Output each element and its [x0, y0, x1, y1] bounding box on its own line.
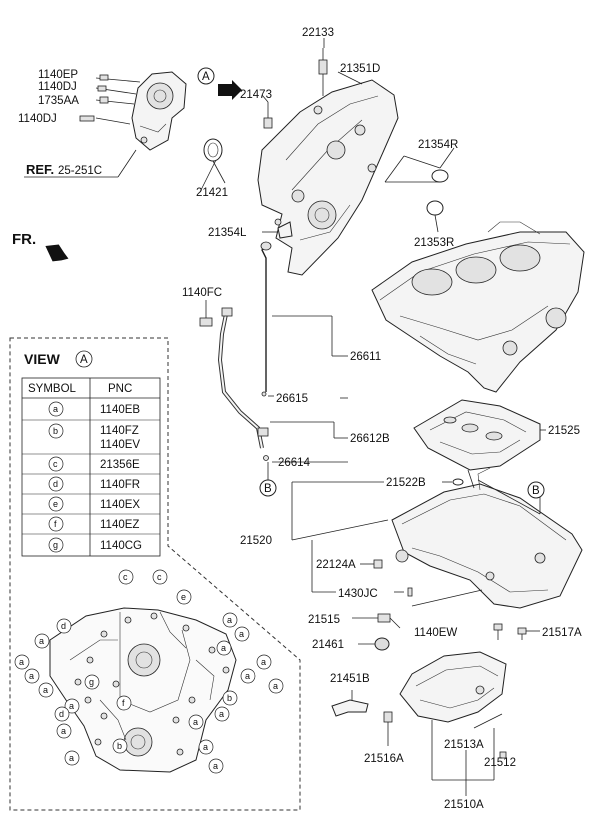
- svg-text:a: a: [19, 657, 24, 667]
- table-symbol-e: e: [53, 499, 58, 509]
- label-1430JC: 1430JC: [338, 588, 378, 600]
- label-26612B: 26612B: [350, 433, 390, 445]
- view-a-bubble-letters: c c e d a a a a a a a a a g a b f a d a …: [19, 572, 278, 771]
- label-1735AA: 1735AA: [38, 95, 79, 107]
- marker-a: A: [202, 71, 210, 83]
- view-title: VIEW: [24, 351, 61, 367]
- symbol-table: [21, 377, 161, 557]
- svg-text:a: a: [61, 726, 66, 736]
- svg-text:a: a: [261, 657, 266, 667]
- ref-code: 25-251C: [58, 165, 102, 177]
- label-21473: 21473: [240, 89, 272, 101]
- svg-text:d: d: [61, 621, 66, 631]
- baffle-plate-drawing: [413, 399, 541, 471]
- svg-text:a: a: [245, 671, 250, 681]
- svg-text:a: a: [213, 761, 218, 771]
- svg-text:g: g: [89, 677, 94, 687]
- fr-label: FR.: [12, 231, 36, 248]
- svg-text:a: a: [203, 742, 208, 752]
- label-26611: 26611: [350, 351, 381, 363]
- svg-text:a: a: [227, 615, 232, 625]
- svg-text:b: b: [227, 693, 232, 703]
- table-pnc-1140EV: 1140EV: [100, 439, 140, 451]
- svg-text:a: a: [239, 629, 244, 639]
- label-21525: 21525: [548, 425, 580, 437]
- label-22133: 22133: [302, 27, 334, 39]
- label-21513A: 21513A: [444, 739, 484, 751]
- svg-text:a: a: [219, 709, 224, 719]
- label-21451B: 21451B: [330, 673, 370, 685]
- table-pnc-1140EX: 1140EX: [100, 499, 140, 511]
- view-a-cover-drawing: [49, 607, 237, 773]
- label-21353R: 21353R: [414, 237, 454, 249]
- svg-text:c: c: [157, 572, 162, 582]
- view-a-bubbles: [14, 569, 284, 774]
- svg-text:a: a: [39, 636, 44, 646]
- label-21354R: 21354R: [418, 139, 458, 151]
- table-symbol-d: d: [53, 479, 58, 489]
- table-symbol-b: b: [53, 426, 58, 436]
- engine-block-drawing: [371, 221, 585, 393]
- table-header-symbol: SYMBOL: [28, 383, 77, 395]
- marker-b-left: B: [264, 483, 272, 495]
- table-symbol-c: c: [53, 459, 58, 469]
- label-21351D: 21351D: [340, 63, 380, 75]
- label-1140EP: 1140EP: [38, 69, 78, 81]
- svg-text:a: a: [69, 753, 74, 763]
- svg-text:a: a: [29, 671, 34, 681]
- label-21515: 21515: [308, 614, 340, 626]
- lower-oil-pan-drawing: [399, 651, 507, 723]
- table-header-pnc: PNC: [108, 383, 132, 395]
- label-1140DJ-bottom: 1140DJ: [18, 113, 57, 125]
- svg-text:a: a: [221, 643, 226, 653]
- label-22124A: 22124A: [316, 559, 356, 571]
- label-21510A: 21510A: [444, 799, 484, 811]
- table-pnc-1140CG: 1140CG: [100, 540, 142, 552]
- table-symbol-g: g: [53, 540, 58, 550]
- svg-text:f: f: [122, 698, 125, 708]
- ref-prefix: REF.: [26, 162, 54, 177]
- label-26615: 26615: [276, 393, 308, 405]
- label-1140EW: 1140EW: [414, 627, 457, 639]
- upper-oil-pan-drawing: [391, 467, 583, 609]
- svg-text:a: a: [43, 685, 48, 695]
- label-21517A: 21517A: [542, 627, 582, 639]
- label-21461: 21461: [312, 639, 344, 651]
- dipstick-tube-drawing: [217, 307, 269, 449]
- svg-text:c: c: [123, 572, 128, 582]
- label-21520: 21520: [240, 535, 272, 547]
- label-21522B: 21522B: [386, 477, 426, 489]
- water-pump-drawing: [131, 71, 187, 151]
- label-21516A: 21516A: [364, 753, 404, 765]
- svg-text:a: a: [193, 717, 198, 727]
- table-pnc-1140FZ: 1140FZ: [100, 425, 139, 437]
- svg-text:a: a: [69, 701, 74, 711]
- svg-text:d: d: [59, 709, 64, 719]
- label-1140DJ-top: 1140DJ: [38, 81, 77, 93]
- table-pnc-1140EB: 1140EB: [100, 404, 140, 416]
- svg-text:a: a: [273, 681, 278, 691]
- label-21421: 21421: [196, 187, 228, 199]
- label-21512: 21512: [484, 757, 516, 769]
- timing-cover-drawing: [257, 79, 399, 276]
- dipstick-drawing: [260, 241, 272, 397]
- table-pnc-21356E: 21356E: [100, 459, 140, 471]
- view-marker: A: [80, 354, 88, 366]
- label-26614: 26614: [278, 457, 311, 469]
- table-pnc-1140EZ: 1140EZ: [100, 519, 139, 531]
- table-pnc-1140FR: 1140FR: [100, 479, 140, 491]
- marker-b-right: B: [532, 485, 540, 497]
- svg-text:b: b: [117, 741, 122, 751]
- label-21354L: 21354L: [208, 227, 247, 239]
- table-symbol-f: f: [54, 519, 57, 529]
- svg-text:e: e: [181, 592, 186, 602]
- table-symbol-a: a: [53, 404, 58, 414]
- sensor-22133-drawing: [318, 48, 328, 96]
- label-1140FC: 1140FC: [182, 287, 222, 299]
